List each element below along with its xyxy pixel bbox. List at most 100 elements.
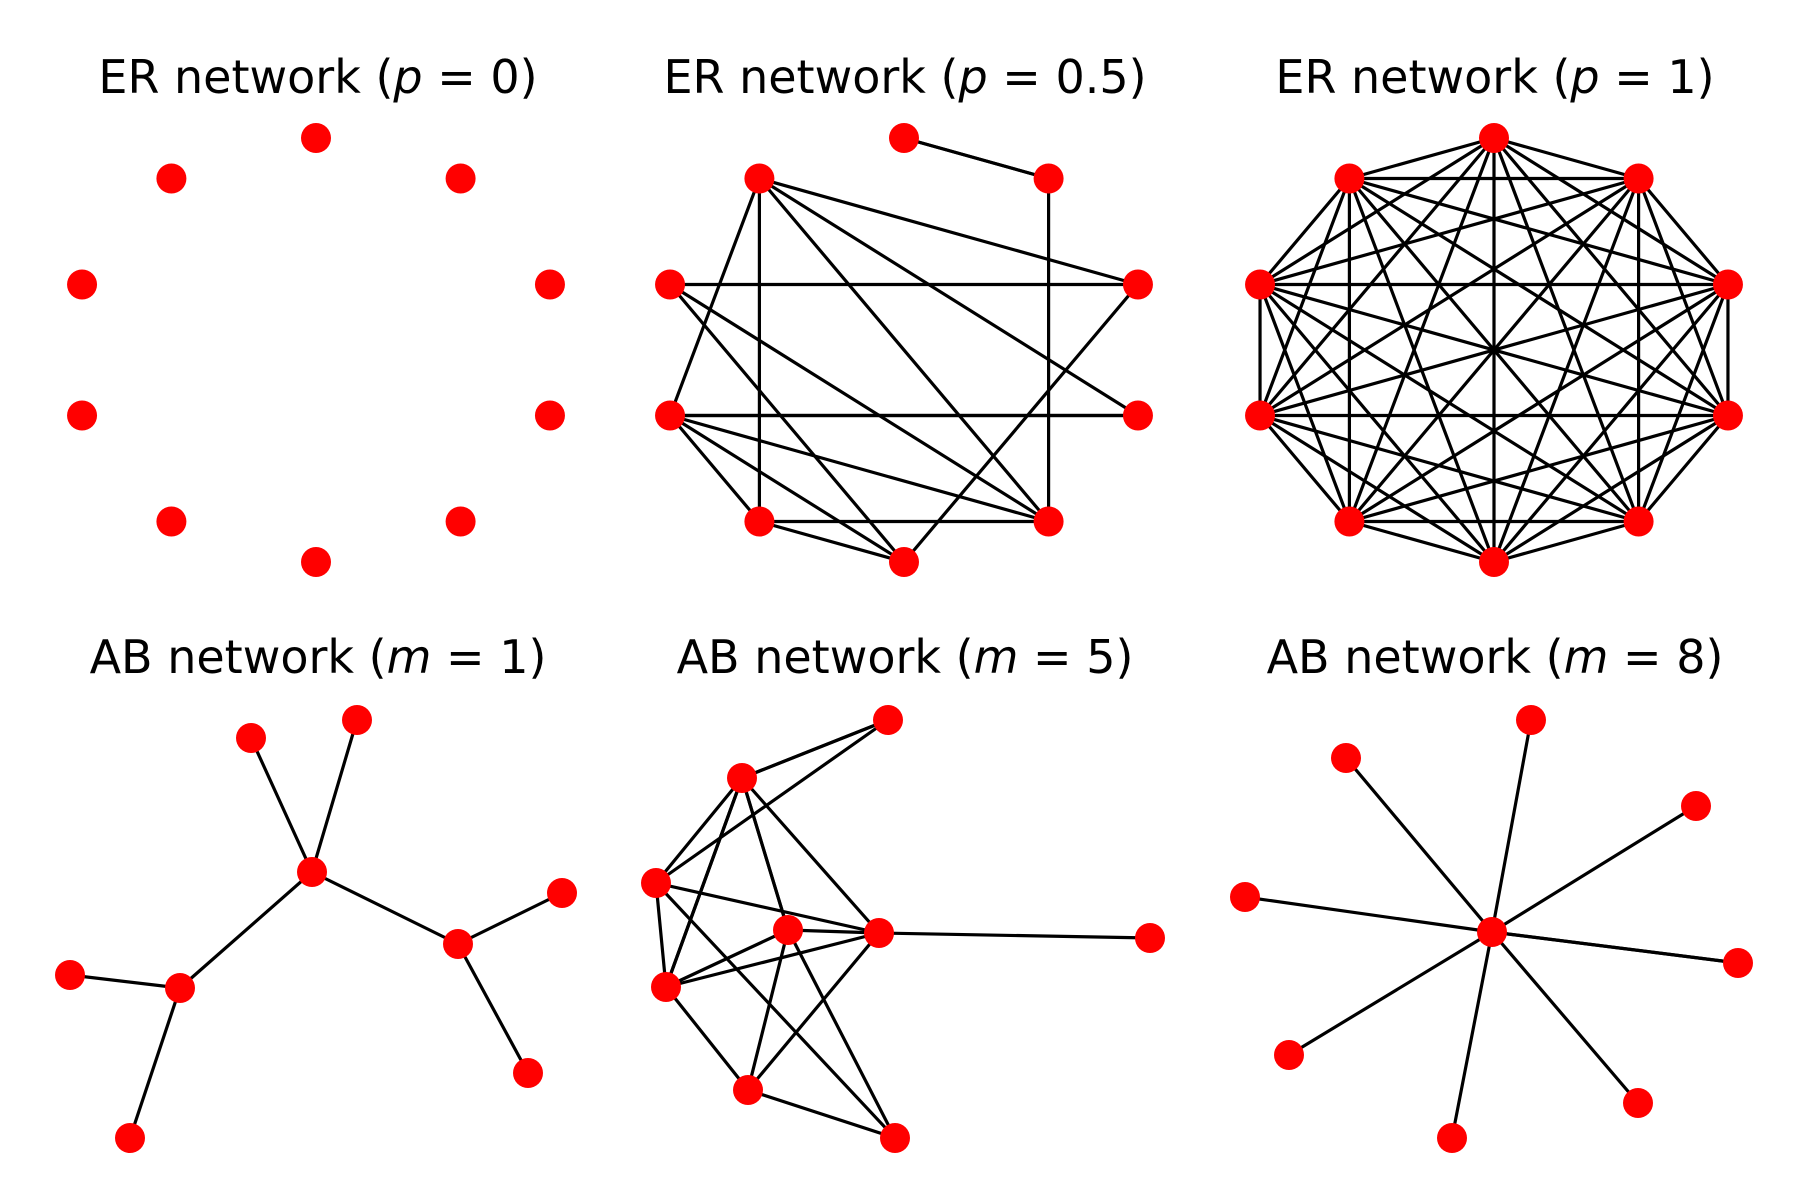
network-node bbox=[1681, 791, 1711, 821]
network-edge bbox=[1347, 282, 1730, 524]
panel-ab-m8: AB network (m = 8) bbox=[1230, 630, 1753, 1153]
network-edge bbox=[668, 413, 762, 524]
edge-group bbox=[1258, 136, 1730, 564]
network-edge bbox=[1344, 756, 1494, 934]
network-node bbox=[301, 123, 331, 153]
network-edge bbox=[1492, 136, 1641, 181]
network-node bbox=[1623, 506, 1654, 537]
network-edge bbox=[1258, 176, 1641, 287]
network-edge bbox=[668, 413, 1051, 524]
network-edge bbox=[1347, 519, 1496, 564]
network-node bbox=[1033, 163, 1064, 194]
network-edge bbox=[757, 176, 1140, 418]
panel-title-part: ER network ( bbox=[663, 50, 958, 104]
node-group bbox=[641, 705, 1165, 1153]
network-edge bbox=[757, 176, 1140, 287]
network-node bbox=[641, 868, 671, 898]
network-node bbox=[513, 1058, 543, 1088]
network-node bbox=[1479, 123, 1509, 153]
network-node bbox=[1623, 163, 1654, 194]
network-node bbox=[55, 960, 85, 990]
network-node bbox=[301, 547, 331, 577]
network-edge bbox=[668, 413, 906, 564]
network-node bbox=[1122, 400, 1153, 431]
network-edge bbox=[1347, 176, 1641, 524]
network-edge bbox=[1490, 718, 1533, 934]
edge-group bbox=[68, 718, 564, 1140]
network-node bbox=[1516, 705, 1546, 735]
network-edge bbox=[877, 931, 1152, 940]
network-edge bbox=[178, 870, 314, 990]
panel-ab-m1: AB network (m = 1) bbox=[55, 630, 577, 1153]
node-group bbox=[1230, 705, 1753, 1153]
panel-title-part: AB network ( bbox=[677, 630, 974, 684]
network-edge bbox=[1636, 176, 1730, 418]
panel-title: AB network (m = 1) bbox=[90, 630, 547, 684]
network-node bbox=[1334, 506, 1365, 537]
network-edge bbox=[746, 1088, 897, 1140]
network-node bbox=[1122, 269, 1153, 300]
network-node bbox=[165, 973, 195, 1003]
network-node bbox=[1245, 400, 1276, 431]
network-edge bbox=[757, 519, 906, 564]
panel-title-part: AB network ( bbox=[90, 630, 387, 684]
network-edge bbox=[1492, 413, 1730, 564]
network-edge bbox=[1258, 136, 1496, 418]
network-node bbox=[1623, 1088, 1653, 1118]
network-edge bbox=[456, 891, 564, 946]
network-edge bbox=[664, 985, 750, 1092]
panel-title-part: ER network ( bbox=[1275, 50, 1570, 104]
network-edge bbox=[1347, 413, 1730, 524]
network-node bbox=[744, 163, 775, 194]
panel-title-part: p bbox=[957, 50, 987, 104]
network-node bbox=[873, 705, 903, 735]
node-group bbox=[1245, 123, 1743, 577]
network-edge bbox=[757, 176, 1051, 524]
network-node bbox=[547, 878, 577, 908]
network-node bbox=[1723, 948, 1753, 978]
node-group bbox=[655, 123, 1153, 577]
network-node bbox=[773, 915, 803, 945]
network-node bbox=[1712, 269, 1743, 300]
network-edge bbox=[1450, 930, 1494, 1140]
network-edge bbox=[786, 928, 897, 1140]
node-group bbox=[55, 705, 577, 1153]
network-node bbox=[67, 269, 98, 300]
panel-title-part: p bbox=[392, 50, 422, 104]
network-node bbox=[236, 723, 266, 753]
network-edge bbox=[746, 931, 881, 1092]
network-node bbox=[1245, 269, 1276, 300]
network-node bbox=[1479, 547, 1509, 577]
network-edge bbox=[1490, 930, 1640, 1105]
network-edge bbox=[1287, 930, 1494, 1057]
network-edge bbox=[1636, 282, 1730, 524]
network-edge bbox=[654, 881, 668, 989]
network-node bbox=[67, 400, 98, 431]
network-node bbox=[445, 163, 476, 194]
network-edge bbox=[68, 973, 182, 990]
network-node bbox=[1334, 163, 1365, 194]
network-edge bbox=[740, 718, 890, 780]
network-edge bbox=[456, 942, 530, 1075]
network-node bbox=[864, 918, 894, 948]
network-node bbox=[651, 972, 681, 1002]
network-edge bbox=[1636, 413, 1730, 524]
network-edge bbox=[902, 136, 1051, 181]
network-node bbox=[156, 506, 187, 537]
node-group bbox=[67, 123, 565, 577]
panel-title-part: m bbox=[974, 630, 1019, 684]
edge-group bbox=[654, 718, 1152, 1140]
edge-group bbox=[668, 136, 1140, 564]
network-edge bbox=[249, 736, 314, 874]
network-edge bbox=[1490, 930, 1740, 965]
panel-title-part: = 1) bbox=[431, 630, 546, 684]
network-edge bbox=[1492, 136, 1730, 418]
network-edge bbox=[1243, 895, 1494, 934]
network-node bbox=[297, 857, 327, 887]
network-edge bbox=[668, 282, 1051, 524]
panel-title-part: ER network ( bbox=[98, 50, 393, 104]
network-edge bbox=[664, 931, 881, 989]
panel-title-part: AB network ( bbox=[1267, 630, 1564, 684]
